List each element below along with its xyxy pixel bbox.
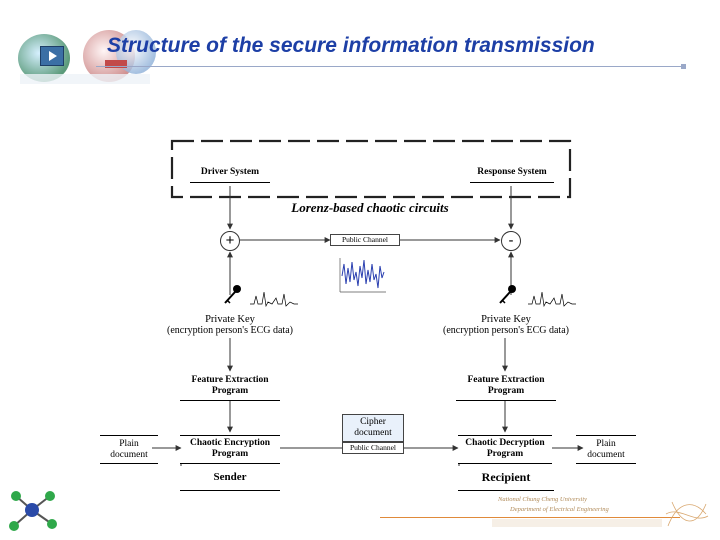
title-divider (96, 66, 684, 67)
plus-operator: + (220, 231, 240, 251)
left-feature-extraction-line2: Program (211, 386, 249, 396)
right-plain-line2: document (587, 450, 625, 460)
page-title: Structure of the secure information tran… (107, 34, 595, 57)
footer-university: National Chung Cheng University (498, 496, 588, 503)
right-plain-line1: Plain (596, 439, 616, 449)
header-accent (105, 60, 127, 68)
right-ecg-waveform (528, 288, 576, 312)
right-feature-extraction-line1: Feature Extraction (467, 375, 545, 385)
sender-underline (180, 490, 280, 491)
response-system-label: Response System (477, 167, 547, 177)
left-feature-underline (180, 400, 280, 401)
encryption-bottomline (180, 463, 280, 464)
right-private-key-desc: (encryption person's ECG data) (443, 325, 569, 336)
minus-operator: - (501, 231, 521, 251)
driver-underline (190, 182, 270, 183)
decryption-topline (458, 435, 552, 436)
left-ecg-waveform (250, 288, 298, 312)
left-feature-extraction-line1: Feature Extraction (191, 375, 269, 385)
left-plain-bottomline (100, 463, 158, 464)
chaotic-signal-thumbnail (336, 254, 388, 296)
recipient-label: Recipient (481, 470, 531, 484)
cipher-line2: document (354, 428, 392, 438)
left-private-key-title: Private Key (205, 314, 255, 325)
sender-label: Sender (213, 471, 247, 483)
encryption-line1: Chaotic Encryption (190, 438, 270, 448)
right-plain-topline (576, 435, 636, 436)
recipient-underline (458, 490, 554, 491)
right-private-key-title: Private Key (481, 314, 531, 325)
decryption-line2: Program (486, 449, 524, 459)
left-plain-line2: document (110, 450, 148, 460)
right-feature-underline (456, 400, 556, 401)
left-private-key-desc: (encryption person's ECG data) (167, 325, 293, 336)
cipher-document-box: Cipher document (342, 414, 404, 442)
driver-system-label: Driver System (200, 167, 260, 177)
footer-bar (492, 519, 662, 527)
footer-accent-line (380, 517, 680, 518)
bottom-public-channel-label: Public Channel (342, 442, 404, 454)
title-divider-end (681, 64, 686, 69)
cipher-line1: Cipher (360, 417, 386, 427)
right-plain-bottomline (576, 463, 636, 464)
decryption-line1: Chaotic Decryption (465, 438, 545, 448)
encryption-line2: Program (211, 449, 249, 459)
encryption-topline (180, 435, 280, 436)
left-plain-line1: Plain (119, 439, 139, 449)
left-plain-topline (100, 435, 158, 436)
footer-department: Department of Electrical Engineering (510, 506, 609, 513)
right-feature-extraction-line2: Program (487, 386, 525, 396)
decryption-bottomline (458, 463, 552, 464)
public-channel-label: Public Channel (330, 234, 400, 246)
left-key-icon (222, 283, 242, 305)
right-key-icon (497, 283, 517, 305)
molecule-icon (6, 486, 60, 534)
footer-ornament (664, 496, 710, 532)
response-underline (470, 182, 554, 183)
play-icon[interactable] (40, 46, 64, 66)
chaotic-circuits-label: Lorenz-based chaotic circuits (291, 200, 449, 215)
waveform-icon (339, 258, 386, 293)
